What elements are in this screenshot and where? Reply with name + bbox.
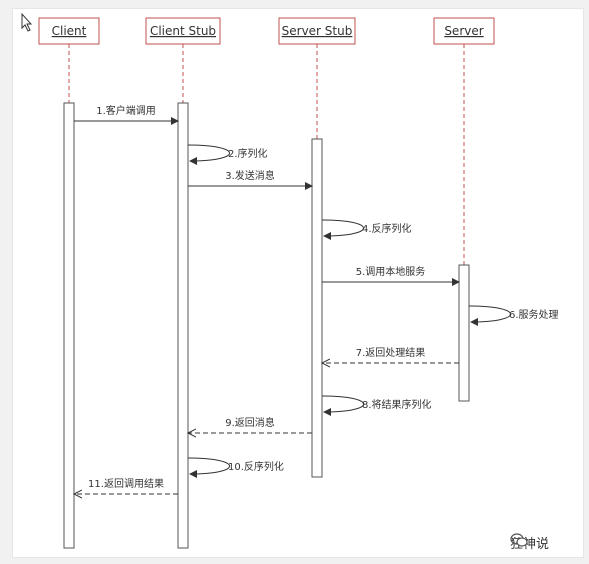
wechat-icon [510,533,528,547]
activation-bar-server [458,264,470,402]
participant-box-server-stub [278,17,356,45]
participant-box-client [38,17,100,45]
mouse-cursor-icon [21,12,33,32]
participant-label: Client Stub [150,24,216,38]
participant-box-client-stub [145,17,221,45]
message-m2-label: 2.序列化 [228,147,268,160]
message-m8-label: 8.将结果序列化 [362,398,432,411]
participant-label: Client [52,24,87,38]
watermark: 狂神说 [510,533,549,552]
message-m4-arrow [321,219,364,240]
message-m2-arrow [187,144,230,165]
participant-label: Server Stub [282,24,353,38]
message-m10-arrow [187,457,230,478]
activation-bar-server-stub [311,138,323,478]
message-m8-arrow [321,395,364,416]
message-m11-label: 11.返回调用结果 [88,477,164,490]
message-m9-label: 9.返回消息 [225,416,275,429]
message-m4-label: 4.反序列化 [362,222,412,235]
message-m3-label: 3.发送消息 [225,169,275,182]
message-m6-label: 6.服务处理 [509,308,559,321]
participant-box-server [433,17,495,45]
message-m7-label: 7.返回处理结果 [356,346,426,359]
message-m1-label: 1.客户端调用 [96,104,156,117]
activation-bar-client-stub [177,102,189,549]
diagram-canvas [12,8,584,558]
message-m5-label: 5.调用本地服务 [356,265,426,278]
message-m10-label: 10.反序列化 [228,460,284,473]
participant-label: Server [444,24,483,38]
message-m6-arrow [468,305,511,326]
activation-bar-client [63,102,75,549]
